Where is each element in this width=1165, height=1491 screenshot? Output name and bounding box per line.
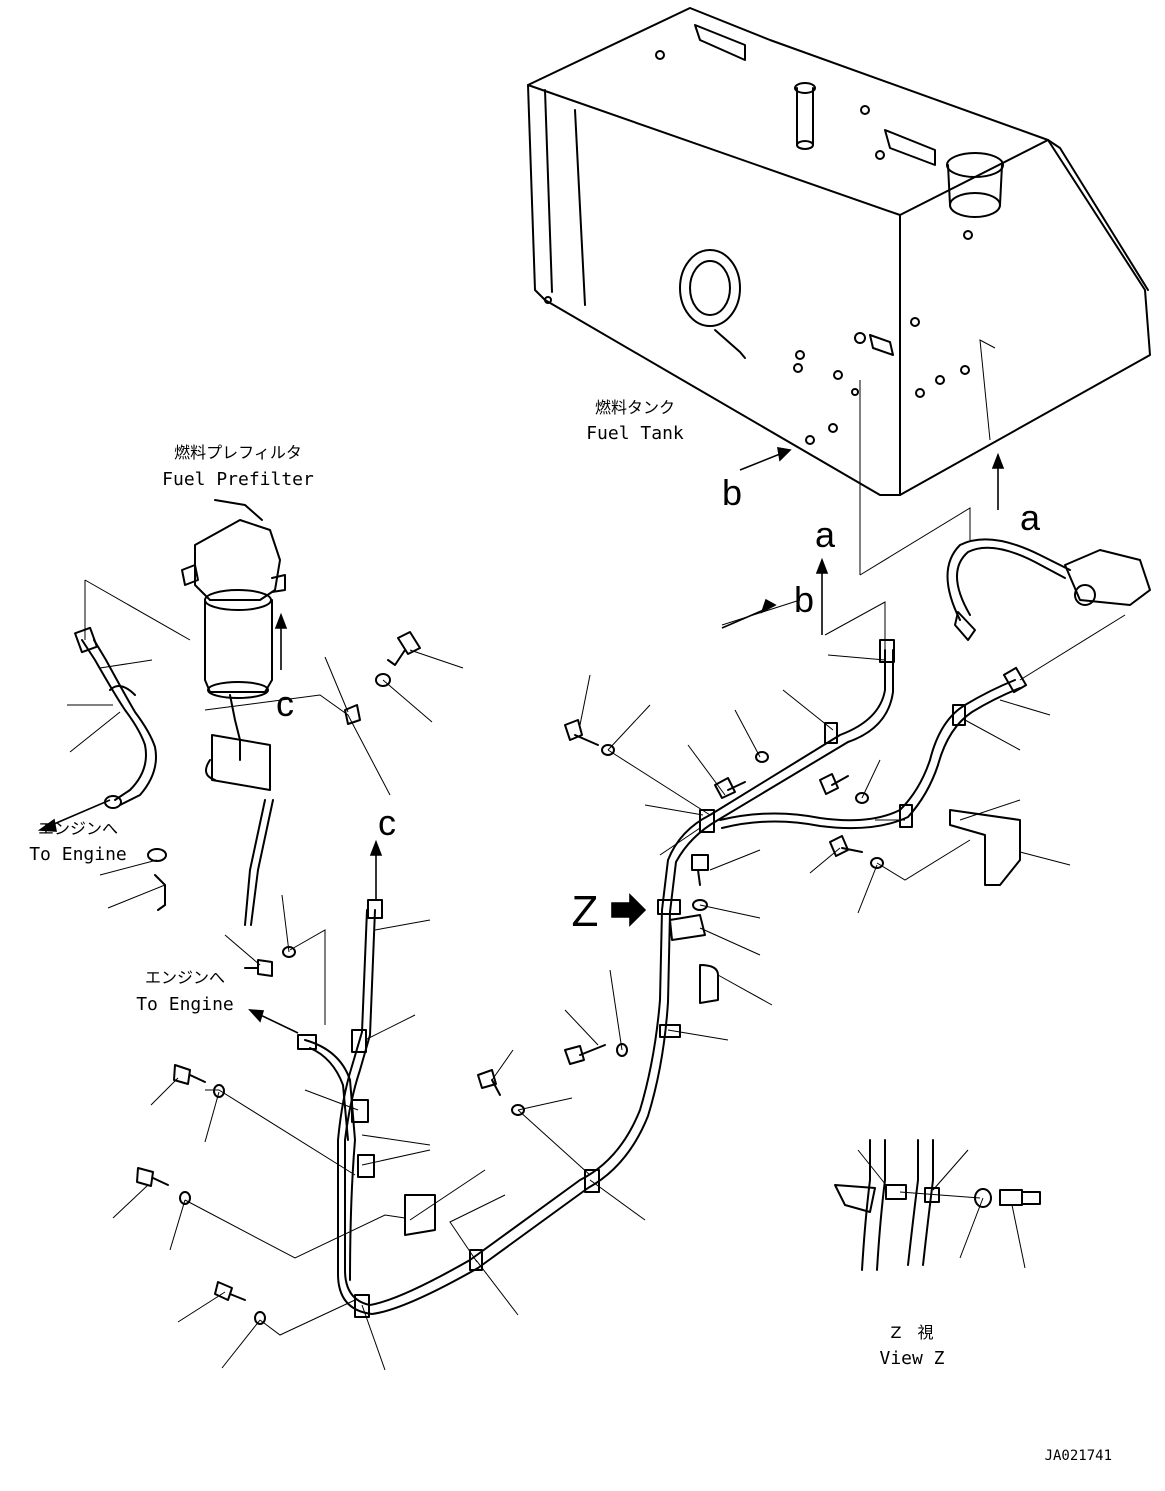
callout-z-arrow: Z	[572, 887, 599, 936]
fuel-tank	[527, 7, 1151, 496]
callout-a-line: a	[815, 514, 836, 555]
fuel-tank-label-jp: 燃料タンク	[595, 398, 675, 417]
callout-c-filter: c	[276, 683, 294, 724]
view-z-label-en: View Z	[879, 1348, 944, 1369]
to-engine-1-label-jp: エンジンへ	[38, 819, 118, 838]
tank-hose	[946, 538, 1151, 641]
callout-a-tank: a	[1020, 497, 1041, 538]
callout-b-tank: b	[722, 472, 742, 513]
fuel-tank-label-en: Fuel Tank	[586, 423, 684, 444]
prefilter-hose	[74, 626, 167, 911]
fuel-prefilter	[181, 499, 286, 926]
view-z-label-jp: Z 視	[891, 1323, 934, 1342]
leader-lines	[67, 339, 1126, 1371]
prefilter-label-jp: 燃料プレフィルタ	[174, 443, 302, 462]
view-z-detail	[834, 1139, 1041, 1271]
fuel-lines	[297, 639, 1028, 1318]
prefilter-label-en: Fuel Prefilter	[162, 469, 314, 490]
drawing-number: JA021741	[1045, 1448, 1112, 1464]
direction-arrows	[37, 447, 1005, 1034]
callout-b-line: b	[794, 579, 814, 620]
to-engine-1-label-en: To Engine	[29, 844, 127, 865]
to-engine-2-label-en: To Engine	[136, 994, 234, 1015]
callout-c-line: c	[378, 802, 396, 843]
text-labels: 燃料タンク Fuel Tank 燃料プレフィルタ Fuel Prefilter …	[29, 398, 1112, 1464]
to-engine-2-label-jp: エンジンへ	[145, 968, 225, 987]
fasteners	[136, 631, 884, 1325]
